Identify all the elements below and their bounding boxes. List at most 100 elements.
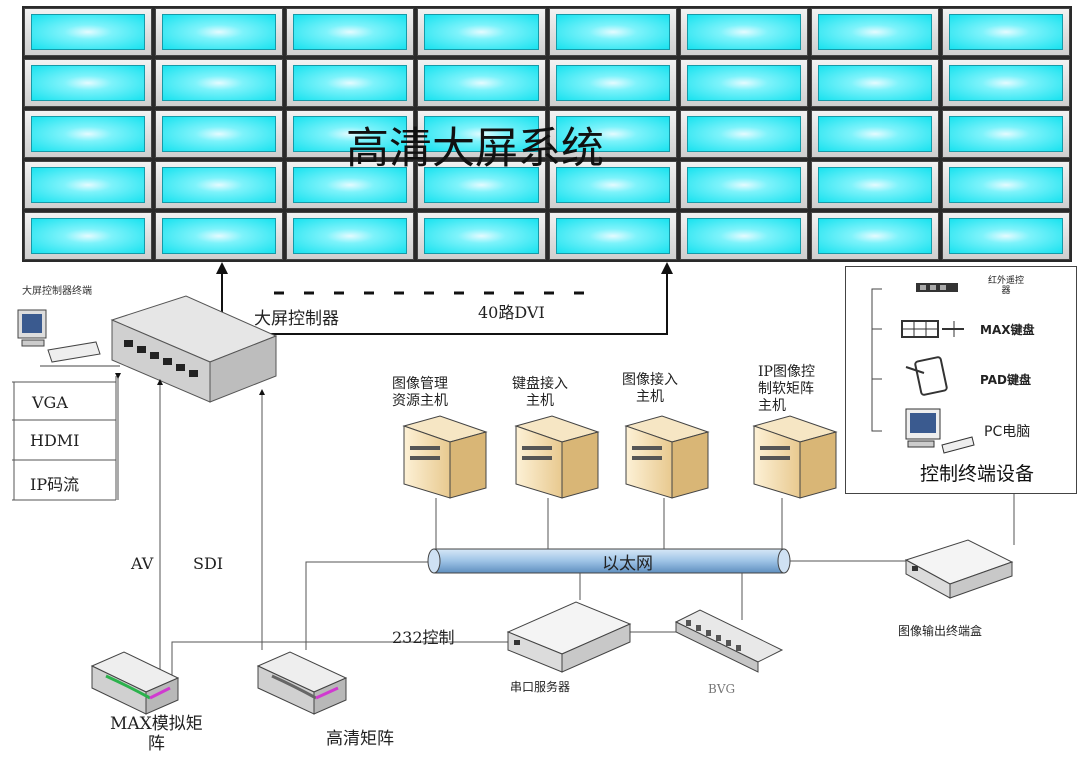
wall-screen-panel	[817, 116, 932, 152]
wall-screen	[679, 59, 808, 107]
av-label: AV	[131, 554, 154, 573]
wall-screen-panel	[817, 218, 932, 254]
server-1	[402, 415, 488, 499]
ir-remote-label: 红外遥控 器	[988, 276, 1025, 296]
serial-server-device	[506, 601, 632, 673]
wall-screen	[24, 110, 153, 158]
wall-screen-panel	[293, 218, 408, 254]
ethernet-backbone	[427, 548, 791, 574]
wall-screen	[941, 110, 1070, 158]
wall-screen-panel	[686, 218, 801, 254]
wall-screen	[679, 212, 808, 260]
wall-screen	[548, 59, 677, 107]
wall-screen	[810, 8, 939, 56]
pc-icon	[905, 408, 975, 454]
wall-screen	[155, 161, 284, 209]
input-ip-stream: IP码流	[30, 475, 80, 494]
max-matrix-device	[90, 651, 180, 715]
server-2-label: 键盘接入 主机	[512, 376, 568, 409]
wall-screen	[810, 110, 939, 158]
output-terminal-label: 图像输出终端盒	[898, 624, 983, 638]
wall-screen-panel	[31, 116, 146, 152]
wall-screen-panel	[293, 167, 408, 203]
wall-screen-panel	[31, 167, 146, 203]
wall-screen	[548, 8, 677, 56]
wall-screen-panel	[424, 14, 539, 50]
output-terminal-device	[904, 539, 1014, 599]
wall-screen	[24, 59, 153, 107]
hd-matrix-label: 高清矩阵	[326, 729, 394, 749]
wall-screen	[679, 8, 808, 56]
wall-screen-panel	[686, 65, 801, 101]
wall-screen	[417, 110, 546, 158]
wall-screen	[24, 8, 153, 56]
wall-screen	[286, 59, 415, 107]
rs232-label: 232控制	[392, 628, 455, 647]
wall-screen-panel	[686, 116, 801, 152]
wall-screen-panel	[948, 14, 1063, 50]
wall-screen	[286, 8, 415, 56]
wall-screen-panel	[162, 167, 277, 203]
input-hdmi: HDMI	[30, 431, 80, 450]
wall-screen-panel	[162, 65, 277, 101]
wall-screen	[810, 212, 939, 260]
ir-remote-icon	[916, 283, 958, 292]
bvg-device	[674, 609, 784, 673]
wall-screen	[417, 212, 546, 260]
input-lines	[12, 373, 121, 501]
ethernet-label: 以太网	[602, 554, 653, 574]
wall-screen	[155, 212, 284, 260]
wall-screen-panel	[948, 116, 1063, 152]
server-4	[752, 415, 838, 499]
server-2	[514, 415, 600, 499]
wall-screen-panel	[424, 116, 539, 152]
wall-screen	[286, 161, 415, 209]
wall-screen-panel	[293, 116, 408, 152]
wall-screen-panel	[555, 167, 670, 203]
control-terminal-panel: 红外遥控 器 MAX键盘 PAD键盘 PC电脑 控制终端设备	[845, 266, 1077, 494]
wall-screen	[155, 110, 284, 158]
wall-screen	[941, 161, 1070, 209]
wall-screen-panel	[162, 14, 277, 50]
wall-screen-panel	[555, 116, 670, 152]
wall-screen	[548, 110, 677, 158]
sdi-label: SDI	[193, 554, 224, 573]
wall-screen-panel	[31, 14, 146, 50]
serial-server-label: 串口服务器	[510, 680, 571, 694]
wall-screen	[810, 161, 939, 209]
wall-screen	[286, 212, 415, 260]
wall-screen-panel	[424, 218, 539, 254]
wall-screen-panel	[948, 65, 1063, 101]
server-4-label: IP图像控 制软矩阵 主机	[758, 364, 815, 414]
wall-screen	[941, 8, 1070, 56]
dvi-label: 40路DVI	[478, 303, 545, 322]
server-3-label: 图像接入 主机	[622, 372, 678, 405]
wall-screen	[24, 161, 153, 209]
wall-screen-panel	[948, 167, 1063, 203]
wall-screen-panel	[162, 116, 277, 152]
wall-screen	[286, 110, 415, 158]
wall-screen-panel	[424, 167, 539, 203]
terminal-label: 大屏控制器终端	[22, 286, 92, 297]
wall-screen	[941, 59, 1070, 107]
hd-matrix-device	[256, 651, 348, 715]
video-wall-title: 高清大屏系统	[346, 124, 604, 174]
wall-screen	[155, 8, 284, 56]
controller-device	[110, 295, 278, 403]
wall-screen-panel	[686, 167, 801, 203]
control-panel-title: 控制终端设备	[920, 463, 1035, 485]
wall-screen	[941, 212, 1070, 260]
wall-screen-panel	[293, 14, 408, 50]
wall-screen	[679, 110, 808, 158]
wall-screen-panel	[31, 65, 146, 101]
wall-screen	[155, 59, 284, 107]
wall-screen	[417, 59, 546, 107]
wall-screen-panel	[293, 65, 408, 101]
wall-screen-panel	[555, 218, 670, 254]
tablet-icon	[905, 356, 948, 396]
pc-label: PC电脑	[984, 424, 1031, 440]
wall-screen-panel	[31, 218, 146, 254]
wall-screen-panel	[817, 167, 932, 203]
